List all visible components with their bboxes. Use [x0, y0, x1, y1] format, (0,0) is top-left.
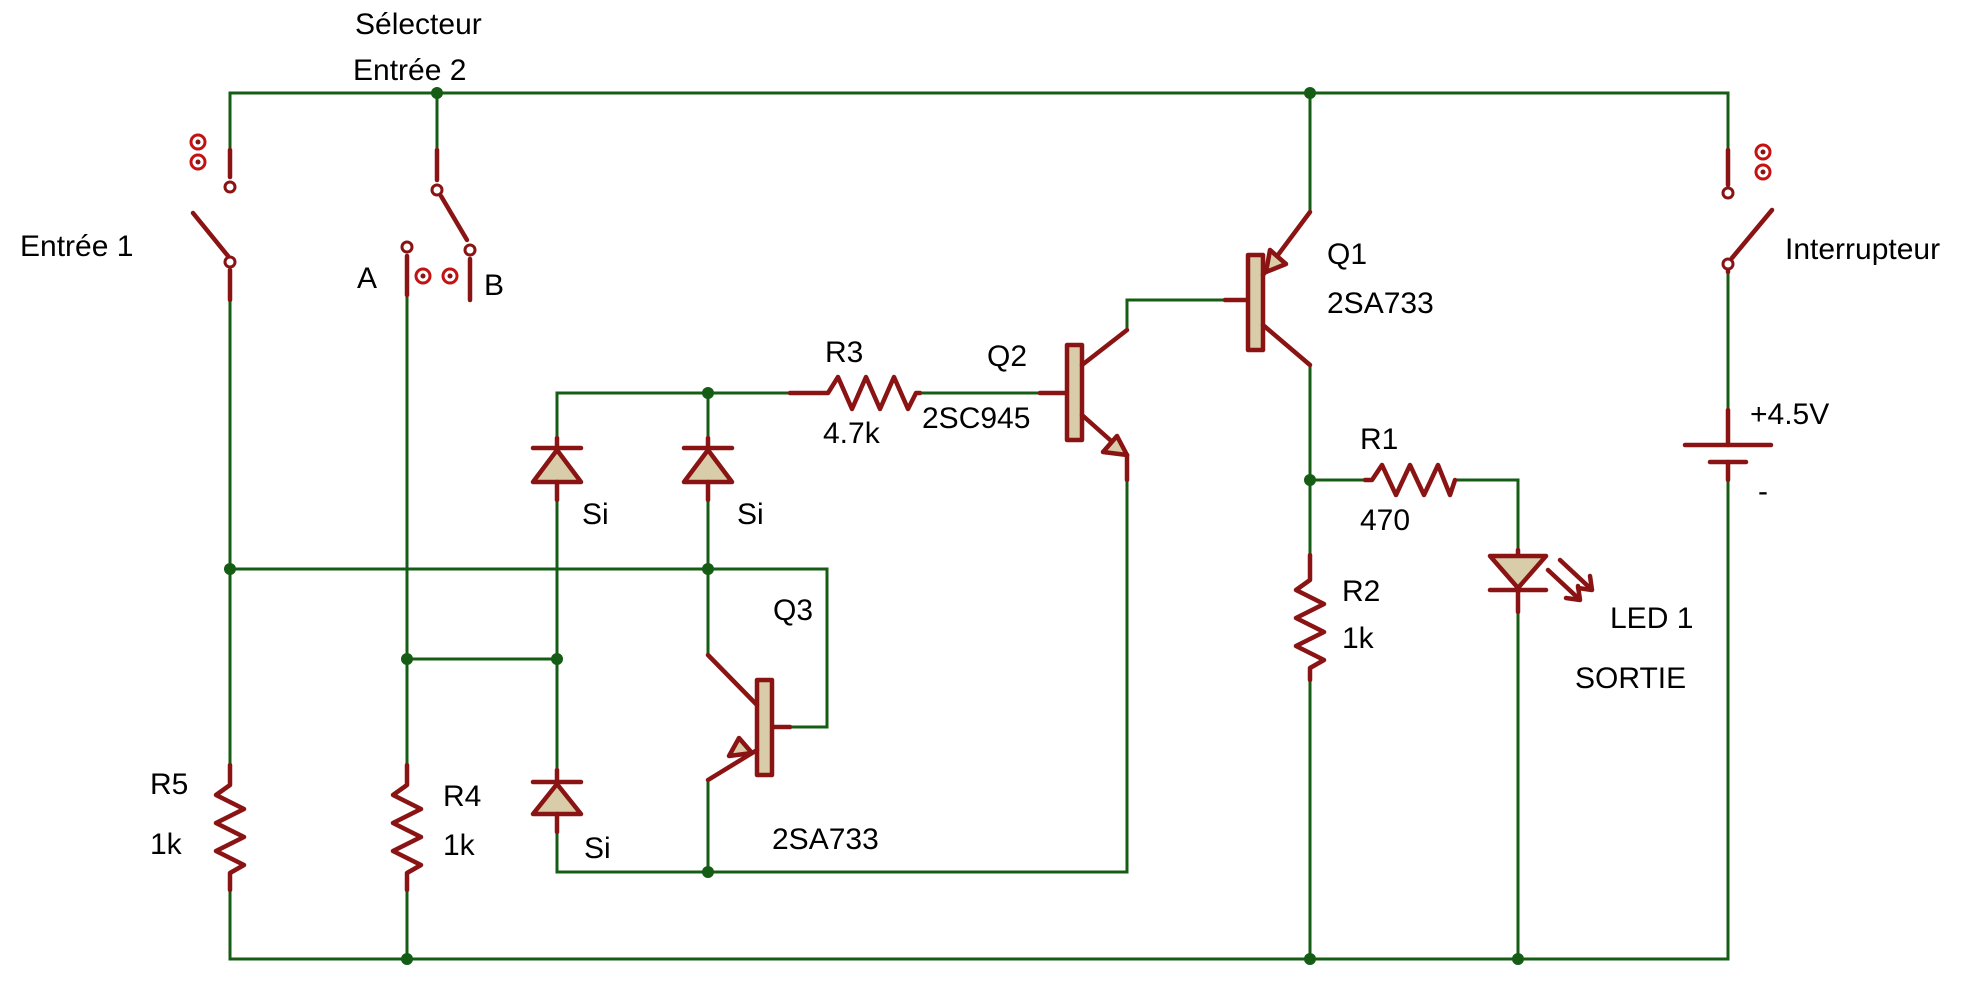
diode-d2	[681, 435, 735, 503]
q2-ref-label: Q2	[987, 340, 1027, 373]
resistor-r2	[1293, 552, 1327, 683]
d1-label: Si	[582, 498, 609, 531]
d2-label: Si	[737, 498, 764, 531]
selector-label: Sélecteur	[355, 8, 482, 41]
r2-ref-label: R2	[1342, 575, 1380, 608]
selector-switch-entree-2[interactable]	[400, 147, 477, 303]
r2-value-label: 1k	[1342, 622, 1375, 655]
q2-type-label: 2SC945	[922, 402, 1030, 435]
battery-minus-label: -	[1758, 475, 1768, 508]
q1-type-label: 2SA733	[1327, 287, 1434, 320]
d3-label: Si	[584, 832, 611, 865]
entree-1-label: Entrée 1	[20, 230, 133, 263]
r3-value-label: 4.7k	[823, 417, 881, 450]
transistor-q3	[705, 652, 793, 783]
r1-ref-label: R1	[1360, 423, 1398, 456]
transistor-q2	[1037, 327, 1130, 483]
switch-interrupteur[interactable]	[1721, 143, 1775, 275]
r4-value-label: 1k	[443, 829, 476, 862]
r1-value-label: 470	[1360, 504, 1410, 537]
q3-ref-label: Q3	[773, 594, 813, 627]
wires	[228, 91, 1730, 961]
r3-ref-label: R3	[825, 336, 863, 369]
q1-ref-label: Q1	[1327, 238, 1367, 271]
labels: Sélecteur Entrée 2 Entrée 1 Interrupteur…	[20, 8, 1940, 865]
battery-4-5v	[1682, 407, 1774, 483]
led-name-label: SORTIE	[1575, 662, 1686, 695]
switch-entree-1[interactable]	[189, 133, 237, 303]
interrupteur-label: Interrupteur	[1785, 233, 1940, 266]
resistor-r3	[787, 374, 923, 412]
r5-value-label: 1k	[150, 828, 183, 861]
led-sortie	[1487, 547, 1595, 615]
transistor-q1	[1222, 209, 1313, 368]
resistor-r5	[213, 762, 247, 893]
diode-d3	[530, 767, 584, 835]
selector-sub-label: Entrée 2	[353, 54, 466, 87]
diode-d1	[530, 435, 584, 503]
led-ref-label: LED 1	[1610, 602, 1693, 635]
resistor-r1	[1362, 462, 1458, 498]
position-b-label: B	[484, 269, 504, 302]
battery-plus-label: +4.5V	[1750, 398, 1829, 431]
q3-type-label: 2SA733	[772, 823, 879, 856]
junction-dots	[224, 87, 1524, 965]
resistor-r4	[390, 762, 424, 893]
r5-ref-label: R5	[150, 768, 188, 801]
r4-ref-label: R4	[443, 780, 481, 813]
position-a-label: A	[357, 262, 377, 295]
